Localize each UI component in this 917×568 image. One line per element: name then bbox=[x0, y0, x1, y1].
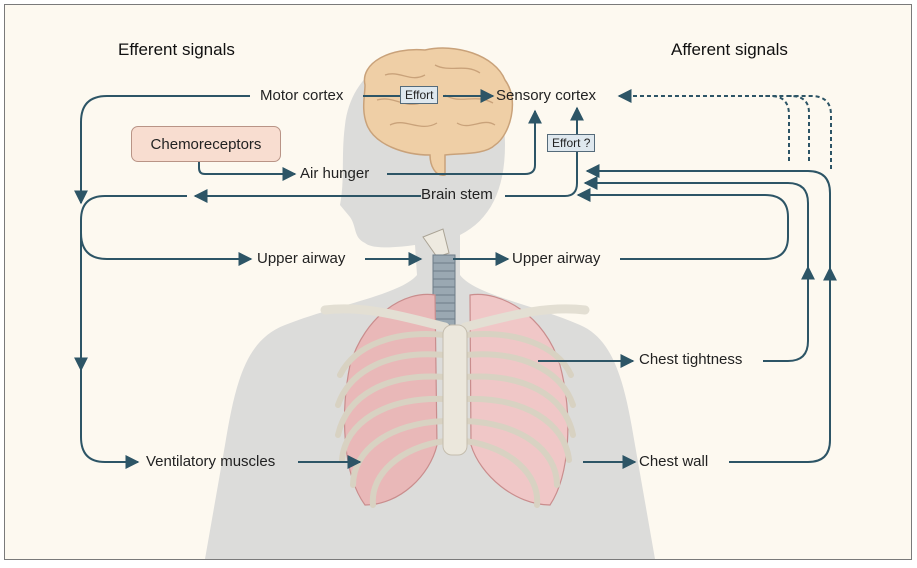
afferent-arrows bbox=[387, 106, 837, 469]
chemoreceptors-box: Chemoreceptors bbox=[131, 126, 281, 162]
efferent-arrows bbox=[74, 89, 495, 469]
upper-airway-right-label: Upper airway bbox=[512, 250, 601, 267]
chemoreceptors-label: Chemoreceptors bbox=[150, 135, 262, 153]
effort-tag: Effort bbox=[400, 86, 439, 104]
chest-wall-label: Chest wall bbox=[639, 453, 709, 470]
trachea-illustration bbox=[422, 228, 456, 326]
sensory-cortex-label: Sensory cortex bbox=[496, 87, 597, 104]
motor-cortex-label: Motor cortex bbox=[260, 87, 344, 104]
chest-tightness-label: Chest tightness bbox=[639, 351, 743, 368]
upper-airway-left-label: Upper airway bbox=[257, 250, 346, 267]
air-hunger-label: Air hunger bbox=[300, 165, 370, 182]
effort-question-tag: Effort ? bbox=[547, 134, 596, 152]
brain-stem-label: Brain stem bbox=[421, 186, 493, 203]
ribcage-illustration bbox=[335, 331, 576, 508]
afferent-dashed-arrows bbox=[617, 89, 832, 169]
efferent-heading: Efferent signals bbox=[118, 40, 235, 59]
sternum-and-clavicles bbox=[320, 304, 590, 456]
diagram-canvas bbox=[74, 47, 837, 559]
diagram-frame: Efferent signals Afferent signals Motor … bbox=[4, 4, 912, 560]
afferent-heading: Afferent signals bbox=[671, 40, 788, 59]
ventilatory-muscles-label: Ventilatory muscles bbox=[146, 453, 276, 470]
